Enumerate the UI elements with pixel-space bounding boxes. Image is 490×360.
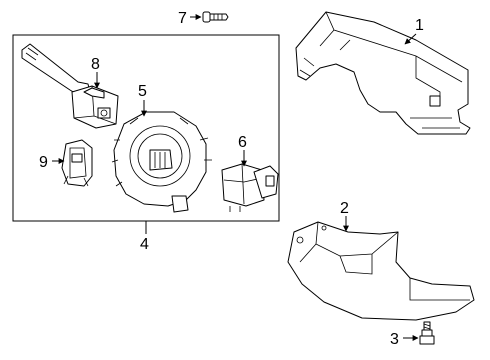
callout-5: 5 [138, 83, 147, 100]
callout-9: 9 [39, 154, 48, 171]
lower-shroud-part-2 [287, 221, 475, 321]
switch-lever-part-8 [21, 43, 119, 129]
switch-module-part-6 [221, 163, 279, 212]
upper-shroud-part-1 [295, 11, 471, 135]
callout-4: 4 [140, 236, 149, 253]
callout-7: 7 [178, 10, 187, 27]
callout-8: 8 [91, 56, 100, 73]
callout-3: 3 [390, 331, 399, 348]
screw-part-3 [419, 321, 435, 345]
callout-2: 2 [340, 200, 349, 217]
clockspring-part-5 [111, 111, 212, 213]
connector-part-9 [61, 139, 93, 187]
callout-1: 1 [415, 17, 424, 34]
bolt-part-7 [190, 11, 229, 23]
callout-6: 6 [238, 134, 247, 151]
